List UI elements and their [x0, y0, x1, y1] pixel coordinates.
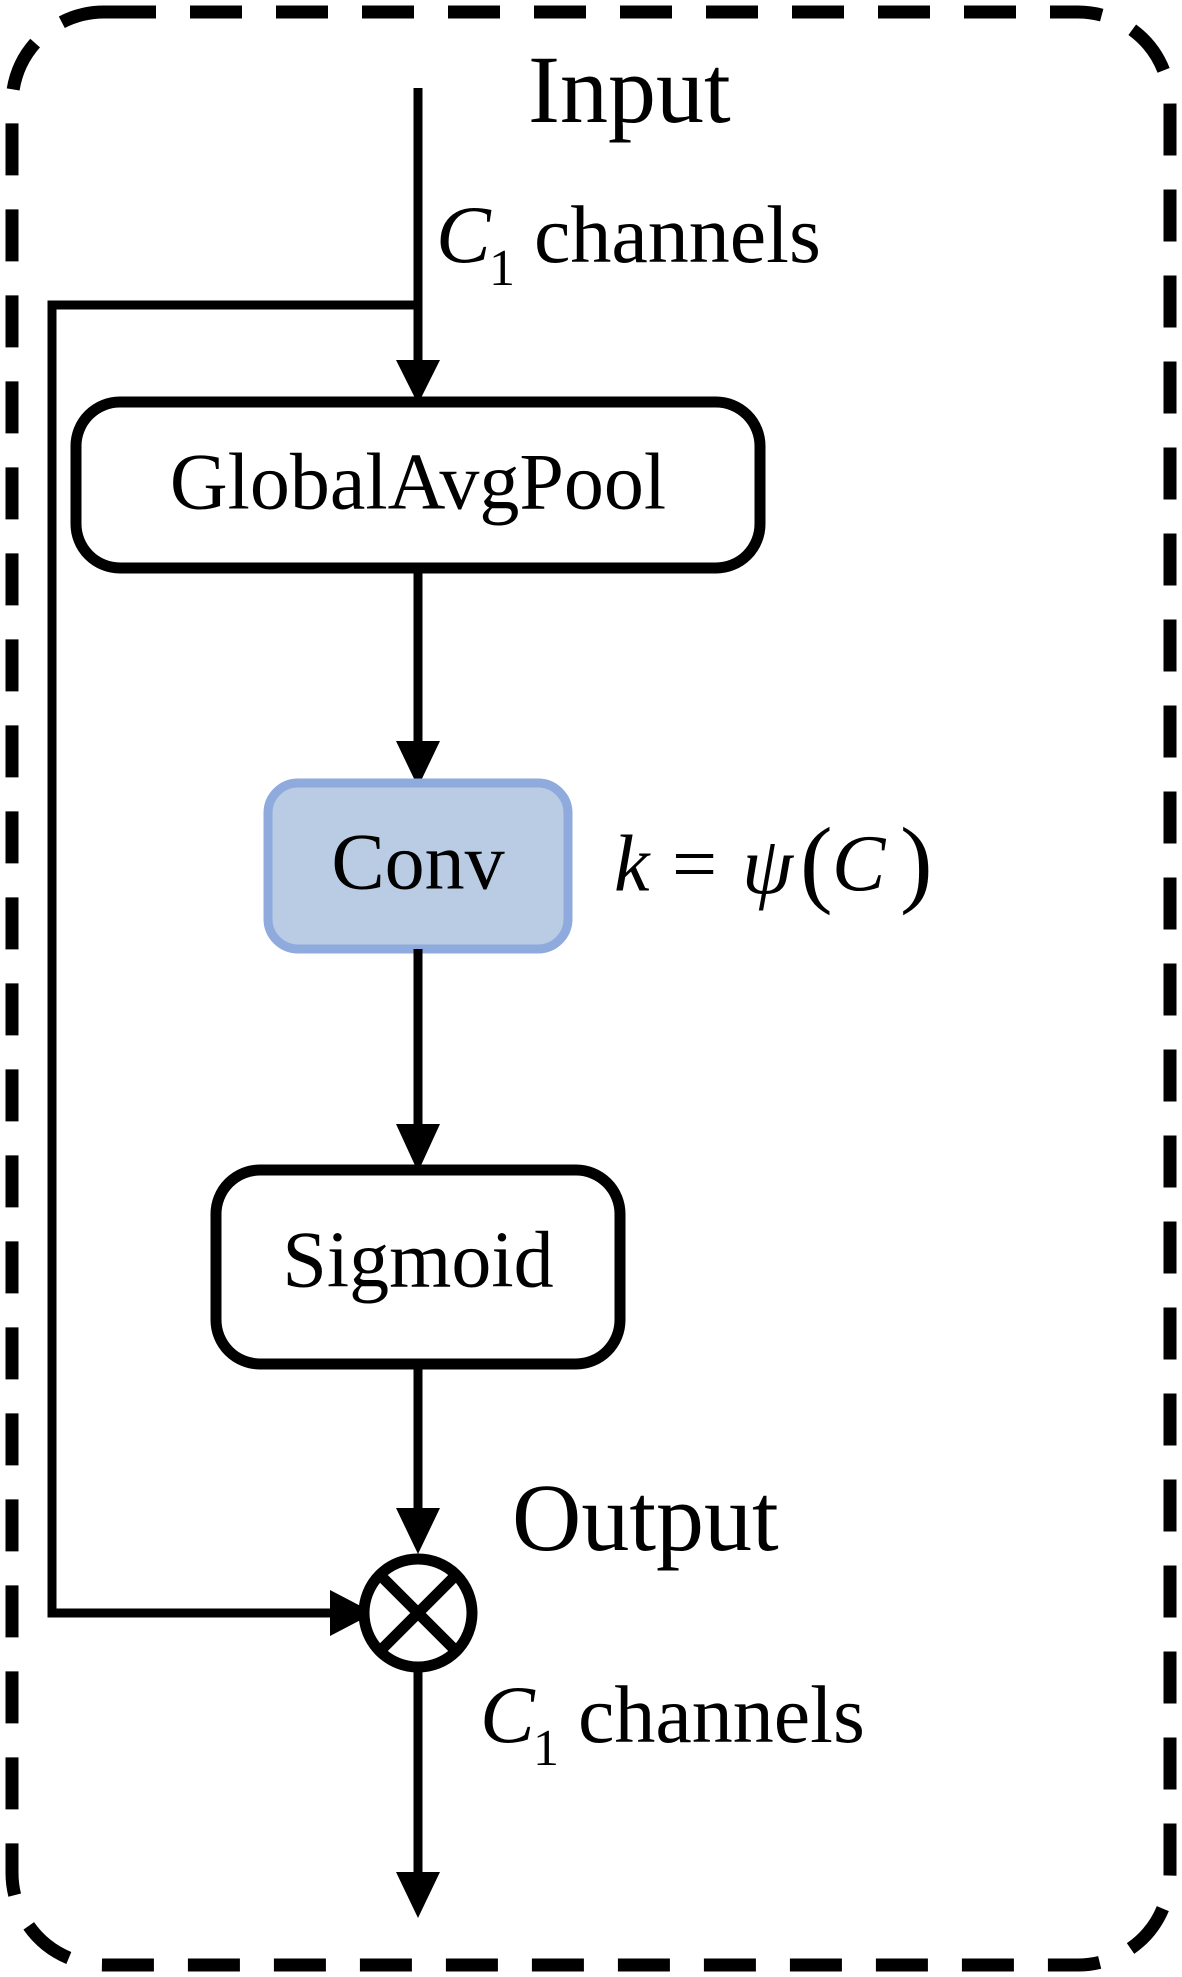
formula-paren-close: )	[900, 808, 933, 916]
output-channels-variable: C	[480, 1669, 536, 1760]
input-title: Input	[528, 36, 731, 143]
block-sigmoid-label: Sigmoid	[282, 1216, 553, 1304]
input-channels-subscript: 1	[489, 240, 515, 297]
output-arrowhead	[396, 1872, 440, 1918]
formula-psi: ψ	[742, 820, 795, 911]
arrow-sigmoid-to-multiply-head	[396, 1508, 440, 1554]
output-channels-word: channels	[578, 1669, 865, 1760]
arrow-conv-to-sigmoid-head	[396, 1124, 440, 1172]
arrow-gap-to-conv-head	[396, 741, 440, 787]
skip-connection-path	[47, 300, 418, 1618]
input-channels-variable: C	[436, 189, 492, 280]
input-channels-annotation: C 1 channels	[436, 189, 821, 297]
skip-connection-arrowhead	[330, 1590, 374, 1636]
output-title: Output	[512, 1464, 779, 1571]
multiply-node-stroke-2	[378, 1573, 458, 1653]
output-channels-subscript: 1	[533, 1720, 559, 1777]
module-container-dashed-border	[5, 5, 1177, 1972]
input-arrowhead	[396, 360, 440, 404]
formula-equals: =	[672, 820, 717, 908]
formula-argument-c: C	[832, 820, 887, 908]
multiply-node[interactable]	[358, 1553, 478, 1673]
formula-k: k	[614, 820, 651, 908]
formula-paren-open: (	[800, 808, 833, 916]
input-channels-word: channels	[534, 189, 821, 280]
block-conv-label: Conv	[331, 818, 504, 906]
output-channels-annotation: C 1 channels	[480, 1669, 865, 1777]
block-globalavgpool-label: GlobalAvgPool	[170, 438, 666, 526]
kernel-size-formula: k = ψ ( C )	[614, 808, 933, 916]
